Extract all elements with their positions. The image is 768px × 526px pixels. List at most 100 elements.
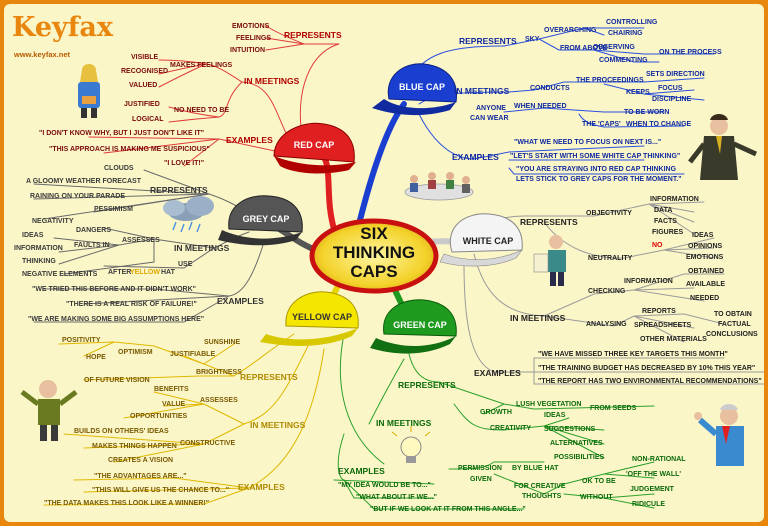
blue-observing: OBSERVING (593, 44, 635, 51)
grey-example-1: "WE TRIED THIS BEFORE AND IT DIDN'T WORK… (32, 286, 196, 293)
red-logical: LOGICAL (132, 116, 164, 123)
red-visible: VISIBLE (131, 54, 159, 61)
white-opinions: OPINIONS (688, 243, 723, 250)
yellow-value: VALUE (162, 401, 186, 408)
red-example-3: "I LOVE IT!" (164, 160, 204, 167)
yellow-benefits: BENEFITS (154, 386, 189, 393)
yellow-constructive: CONSTRUCTIVE (180, 440, 236, 447)
yellow-builds: BUILDS ON OTHERS' IDEAS (74, 428, 169, 435)
center-line1: SIX (360, 224, 388, 243)
blue-represents: REPRESENTS (459, 36, 517, 46)
blue-anyone-line1: ANYONE (476, 105, 506, 112)
grey-negative-elements: NEGATIVE ELEMENTS (22, 271, 98, 278)
white-spreadsheets: SPREADSHEETS (634, 322, 692, 329)
grey-example-3: "WE ARE MAKING SOME BIG ASSUMPTIONS HERE… (28, 316, 204, 323)
white-objectivity: OBJECTIVITY (586, 210, 632, 217)
white-to-obtain-1: TO OBTAIN (714, 311, 752, 318)
blue-example-3b: LETS STICK TO GREY CAPS FOR THE MOMENT." (516, 176, 682, 183)
green-for-creative-2: THOUGHTS (522, 493, 562, 500)
red-intuition: INTUITION (230, 47, 265, 54)
yellow-brightness: BRIGHTNESS (196, 369, 242, 376)
blue-from-above: FROM ABOVE (560, 45, 608, 52)
yellow-future-vision: OF FUTURE VISION (84, 377, 150, 384)
yellow-examples: EXAMPLES (238, 482, 285, 492)
green-ridicule: RIDICULE (632, 501, 665, 508)
grey-raining: RAINING ON YOUR PARADE (30, 193, 125, 200)
yellow-example-1: "THE ADVANTAGES ARE..." (94, 473, 187, 480)
white-needed: NEEDED (690, 295, 719, 302)
yellow-sunshine: SUNSHINE (204, 339, 241, 346)
grey-pessimism: PESSIMISM (94, 206, 133, 213)
white-emotions: EMOTIONS (686, 254, 724, 261)
blue-example-2: "LET'S START WITH SOME WHITE CAP THINKIN… (510, 153, 680, 160)
red-in-meetings: IN MEETINGS (244, 76, 300, 86)
green-for-creative-1: FOR CREATIVE (514, 483, 566, 490)
white-to-obtain-2: FACTUAL (718, 321, 751, 328)
blue-commenting: COMMENTING (599, 57, 648, 64)
white-neutrality: NEUTRALITY (588, 255, 633, 262)
blue-conducts: CONDUCTS (530, 85, 570, 92)
red-recognised: RECOGNISED (121, 68, 168, 75)
yellow-creates-vision: CREATES A VISION (108, 457, 173, 464)
white-data: DATA (654, 207, 672, 214)
green-lush: LUSH VEGETATION (516, 401, 581, 408)
blue-focus: FOCUS (658, 85, 683, 92)
green-ideas: IDEAS (544, 412, 566, 419)
yellow-in-meetings: IN MEETINGS (250, 420, 306, 430)
red-example-2: "THIS APPROACH IS MAKING ME SUSPICIOUS" (49, 146, 210, 153)
green-non-rational: NON-RATIONAL (632, 456, 686, 463)
man-thumbs-up-illustration (694, 404, 744, 466)
grey-examples: EXAMPLES (217, 296, 264, 306)
yellow-justifiable: JUSTIFIABLE (170, 351, 215, 358)
green-growth: GROWTH (480, 409, 512, 416)
blue-controlling: CONTROLLING (606, 19, 658, 26)
mind-map: Keyfax www.keyfax.net (12, 12, 764, 513)
red-feelings: FEELINGS (236, 35, 271, 42)
woman-illustration (78, 64, 100, 118)
green-cap-icon: GREEN CAP (370, 299, 457, 354)
grey-after: AFTER (108, 269, 131, 276)
white-ideas: IDEAS (692, 232, 714, 239)
blue-when-needed: WHEN NEEDED (514, 103, 567, 110)
yellow-assesses: ASSESSES (200, 397, 238, 404)
red-cap-label: RED CAP (294, 140, 335, 150)
grey-thinking: THINKING (22, 258, 56, 265)
blue-sky: SKY (525, 36, 540, 43)
grey-yellow: YELLOW (130, 269, 160, 276)
green-example-3: "BUT IF WE LOOK AT IT FROM THIS ANGLE...… (370, 506, 526, 513)
center-line3: CAPS (350, 262, 397, 281)
blue-sets-direction: SETS DIRECTION (646, 71, 705, 78)
white-figures: FIGURES (652, 229, 683, 236)
man-reading-illustration (533, 235, 566, 286)
red-no-need: NO NEED TO BE (174, 107, 229, 114)
grey-use: USE (178, 261, 193, 268)
green-possibilities: POSSIBILITIES (554, 454, 605, 461)
green-examples: EXAMPLES (338, 466, 385, 476)
yellow-hope: HOPE (86, 354, 106, 361)
grey-represents: REPRESENTS (150, 185, 208, 195)
red-cap-icon: RED CAP (273, 122, 356, 174)
meeting-illustration (404, 172, 474, 201)
lightbulb-icon (391, 426, 431, 463)
green-from-seeds: FROM SEEDS (590, 405, 637, 412)
green-judgement: JUDGEMENT (630, 486, 675, 493)
white-available: AVAILABLE (686, 281, 725, 288)
white-information: INFORMATION (650, 196, 699, 203)
white-checking: CHECKING (588, 288, 626, 295)
man-pointing-illustration (688, 114, 758, 180)
white-no: NO (652, 242, 663, 249)
green-permission-1: PERMISSION (458, 465, 502, 472)
red-example-1: "I DON'T KNOW WHY, BUT I JUST DON'T LIKE… (39, 130, 204, 137)
white-example-1: "WE HAVE MISSED THREE KEY TARGETS THIS M… (538, 351, 728, 358)
blue-cap-icon: BLUE CAP (372, 63, 458, 116)
logo-url: www.keyfax.net (13, 50, 70, 59)
yellow-cap-label: YELLOW CAP (292, 312, 352, 322)
grey-assesses: ASSESSES (122, 237, 160, 244)
green-permission-2: GIVEN (470, 476, 492, 483)
rain-cloud-icon (163, 196, 214, 233)
green-creativity: CREATIVITY (490, 425, 531, 432)
red-represents: REPRESENTS (284, 30, 342, 40)
blue-overarching: OVERARCHING (544, 27, 597, 34)
white-cap-icon: WHITE CAP (439, 213, 523, 267)
blue-cap-label: BLUE CAP (399, 82, 445, 92)
